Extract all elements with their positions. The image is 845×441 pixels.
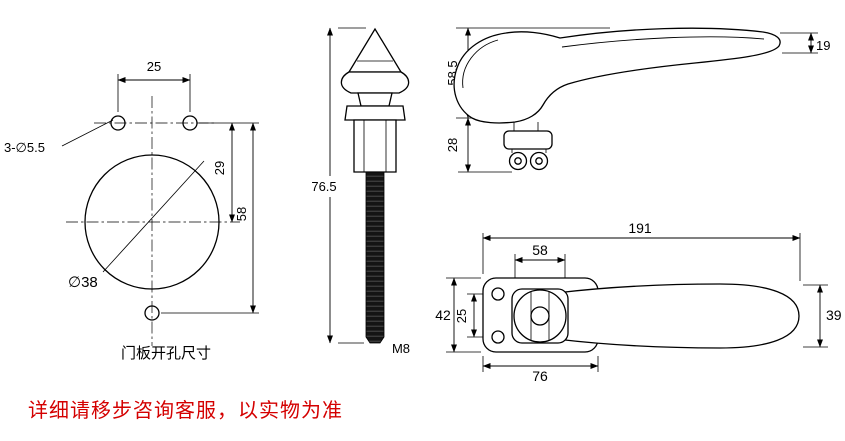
grip-contour-line [561, 36, 765, 48]
thread-size-label: M8 [392, 341, 410, 356]
dim-total-length-label: 191 [628, 220, 652, 236]
leader-small-holes [61, 119, 114, 147]
threaded-shaft [365, 171, 385, 344]
bolt-hex-nut [353, 119, 397, 173]
drill-template-view: 25 3-∅5.5 29 58 ∅38 门板开孔尺寸 [4, 59, 259, 362]
dim-center-offset-label: 29 [212, 161, 227, 175]
dim-stem-height-label: 28 [445, 138, 460, 152]
hub-circle [513, 289, 567, 343]
dim-diameter-label: ∅38 [68, 274, 98, 291]
drill-template-caption: 门板开孔尺寸 [121, 344, 211, 362]
leader-diameter [102, 160, 205, 273]
main-bore-circle [84, 154, 220, 290]
fork-hole-left [514, 157, 522, 165]
dim-grip-width-label: 39 [826, 307, 842, 323]
fork-hole-right [535, 157, 543, 165]
extension-lines [338, 27, 366, 344]
dim-bolt-length-label: 76.5 [311, 179, 336, 194]
dim-plate-width-label: 76 [532, 368, 548, 384]
dim-hole-spacing-label: 25 [147, 59, 161, 74]
handle-grip-top [555, 283, 800, 349]
dim-hole-height-label: 58 [234, 207, 249, 221]
bolt-neck [357, 92, 393, 107]
hub-spindle-hole [530, 306, 550, 326]
drill-hole-top-left [110, 115, 126, 131]
centerlines [66, 96, 240, 346]
dim-plate-height-label: 42 [435, 307, 451, 323]
notice-text: 详细请移步咨询客服，以实物为准 [28, 399, 343, 422]
drill-hole-bottom [144, 305, 160, 321]
drill-hole-top-right [182, 115, 198, 131]
handle-top-view: 191 58 42 25 76 39 [435, 220, 842, 384]
handle-side-view: 58.5 28 19 [445, 27, 830, 173]
head-contour-line [462, 39, 499, 89]
plate-hole-bottom [491, 330, 505, 344]
mount-block [503, 130, 553, 150]
plate-hole-top [491, 287, 505, 301]
fork-lobe-left [508, 151, 528, 171]
dim-hub-width-label: 58 [532, 242, 548, 258]
fork-lobe-right [529, 151, 549, 171]
bolt-side-view: 76.5 M8 [311, 27, 410, 356]
stem-lines [511, 122, 547, 153]
bolt-cone-tip [347, 27, 403, 73]
extension-lines [117, 74, 259, 314]
bolt-dome [340, 71, 410, 94]
hex-flat-lines [363, 120, 387, 172]
handle-lever-profile [453, 27, 781, 124]
bolt-washer [344, 105, 406, 121]
dim-small-holes-label: 3-∅5.5 [4, 140, 45, 155]
dim-hole-spacing-v-label: 25 [454, 309, 469, 323]
dim-tip-height-label: 19 [816, 38, 830, 53]
